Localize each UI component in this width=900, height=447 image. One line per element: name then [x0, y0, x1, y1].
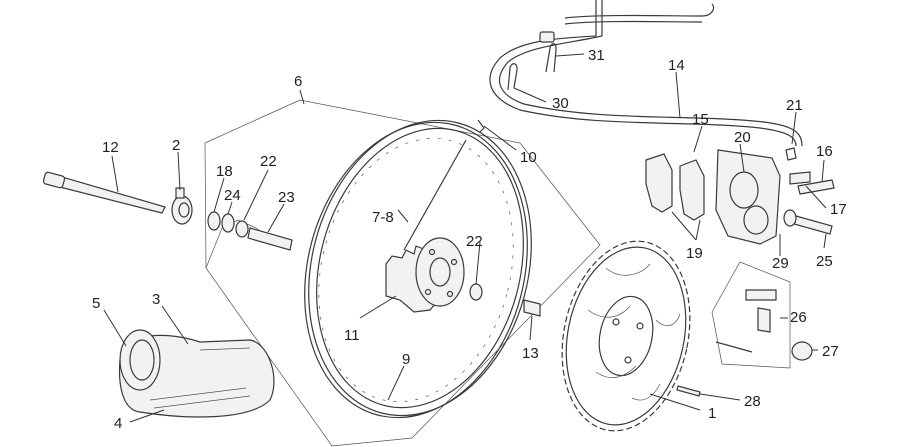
callout-19: 19 — [686, 245, 703, 262]
tyre-and-tube — [118, 329, 275, 418]
callout-26: 26 — [790, 309, 807, 326]
callout-22-right: 22 — [466, 233, 483, 250]
callout-5: 5 — [92, 295, 100, 312]
callout-18: 18 — [216, 163, 233, 180]
callout-3: 3 — [152, 291, 160, 308]
callout-4: 4 — [114, 415, 122, 432]
bleed-screw — [785, 147, 797, 161]
callout-27: 27 — [822, 343, 839, 360]
brake-hose — [489, 0, 803, 147]
pad-kit-box — [711, 261, 791, 369]
callout-13: 13 — [522, 345, 539, 362]
brake-caliper — [715, 149, 781, 245]
callout-9: 9 — [402, 351, 410, 368]
washer-29 — [783, 209, 797, 227]
brake-pads — [645, 153, 705, 221]
speedo-drive — [171, 187, 193, 225]
bolt-16 — [797, 179, 835, 195]
valve — [477, 119, 485, 133]
nut-27 — [791, 341, 813, 361]
spacer-22-right — [469, 283, 483, 301]
wheel-spacer — [523, 299, 541, 317]
callout-labels: 1 2 3 4 5 6 7-8 9 10 11 12 13 14 15 16 1… — [92, 47, 847, 432]
callout-17: 17 — [830, 201, 847, 218]
callout-16: 16 — [816, 143, 833, 160]
spoke — [403, 139, 467, 251]
callout-24: 24 — [224, 187, 241, 204]
callout-1: 1 — [708, 405, 716, 422]
callout-30: 30 — [552, 95, 569, 112]
callout-10: 10 — [520, 149, 537, 166]
callout-11: 11 — [344, 327, 360, 344]
callout-29: 29 — [772, 255, 789, 272]
callout-21: 21 — [786, 97, 803, 114]
callout-22-left: 22 — [260, 153, 277, 170]
spacer-22 — [235, 220, 249, 238]
leader-lines — [103, 53, 827, 423]
callout-28: 28 — [744, 393, 761, 410]
bolt-25 — [793, 215, 833, 235]
seal-18 — [207, 211, 221, 231]
bolt-17 — [789, 171, 811, 185]
axle — [42, 171, 166, 214]
callout-20: 20 — [734, 129, 751, 146]
callout-6: 6 — [294, 73, 302, 90]
bearing-24 — [221, 213, 235, 233]
callout-12: 12 — [102, 139, 119, 156]
wheel-hub — [385, 237, 465, 313]
hose-clip-30 — [507, 63, 518, 91]
wheel-rim — [304, 119, 532, 419]
callout-15: 15 — [692, 111, 709, 128]
callout-31: 31 — [588, 47, 605, 64]
hose-clip-31 — [545, 43, 557, 73]
callout-23: 23 — [278, 189, 295, 206]
callout-25: 25 — [816, 253, 833, 270]
callout-2: 2 — [172, 137, 180, 154]
brake-disc — [561, 240, 691, 432]
disc-bolt-28 — [676, 385, 701, 397]
callout-7-8: 7-8 — [372, 209, 394, 226]
callout-14: 14 — [668, 57, 685, 74]
spacer-tube — [247, 227, 293, 251]
